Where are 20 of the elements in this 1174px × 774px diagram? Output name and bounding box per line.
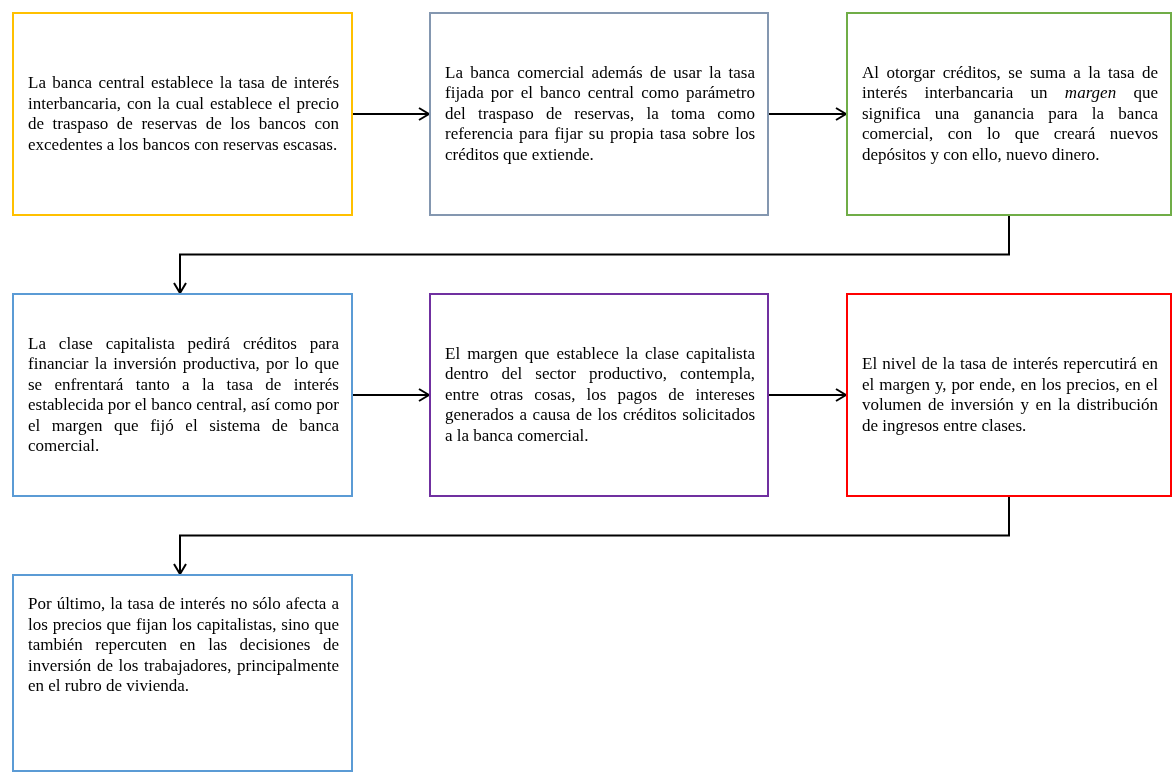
process-box — [429, 12, 769, 216]
arrow — [768, 388, 847, 402]
process-box — [12, 293, 353, 497]
process-box — [429, 293, 769, 497]
process-box — [12, 12, 353, 216]
arrow — [768, 107, 847, 121]
process-box — [12, 574, 353, 772]
box-text: Por último, la tasa de interés no sólo afecta a los precios que fijan los capitalistas, sino que también repercuten en las decisiones de inversión de los trabajadores, principalmente en el rubro de vivienda. — [28, 594, 339, 697]
process-box — [846, 12, 1172, 216]
box-text: El nivel de la tasa de interés repercutirá en el margen y, por ende, en los precios, en el volumen de inversión y en la distribución de ingresos entre clases. — [862, 354, 1158, 436]
arrow — [173, 215, 1010, 294]
box-text: La banca comercial además de usar la tasa fijada por el banco central como parámetro del traspaso de reservas, la toma como referencia para fijar su propia tasa sobre los créditos que extiende. — [445, 62, 755, 166]
box-text: La banca central establece la tasa de interés interbancaria, con la cual establece el precio de traspaso de reservas de los bancos con excedentes a los bancos con reservas escasas. — [28, 73, 339, 155]
box-text: Al otorgar créditos, se suma a la tasa de interés interbancaria un margen que significa una ganancia para la banca comercial, con lo que creará nuevos depósitos y con ello, nuevo dinero. — [862, 62, 1158, 166]
arrow — [352, 107, 430, 121]
arrow — [352, 388, 430, 402]
box-text: La clase capitalista pedirá créditos para financiar la inversión productiva, por lo que se enfrentará tanto a la tasa de interés establecida por el banco central, así como por el margen que fijó el sistema de banca comercial. — [28, 333, 339, 457]
arrow — [173, 496, 1010, 575]
box-text: El margen que establece la clase capitalista dentro del sector productivo, contempla, entre otras cosas, los pagos de intereses generados a causa de los créditos solicitados a la banca comercial. — [445, 343, 755, 447]
process-box — [846, 293, 1172, 497]
